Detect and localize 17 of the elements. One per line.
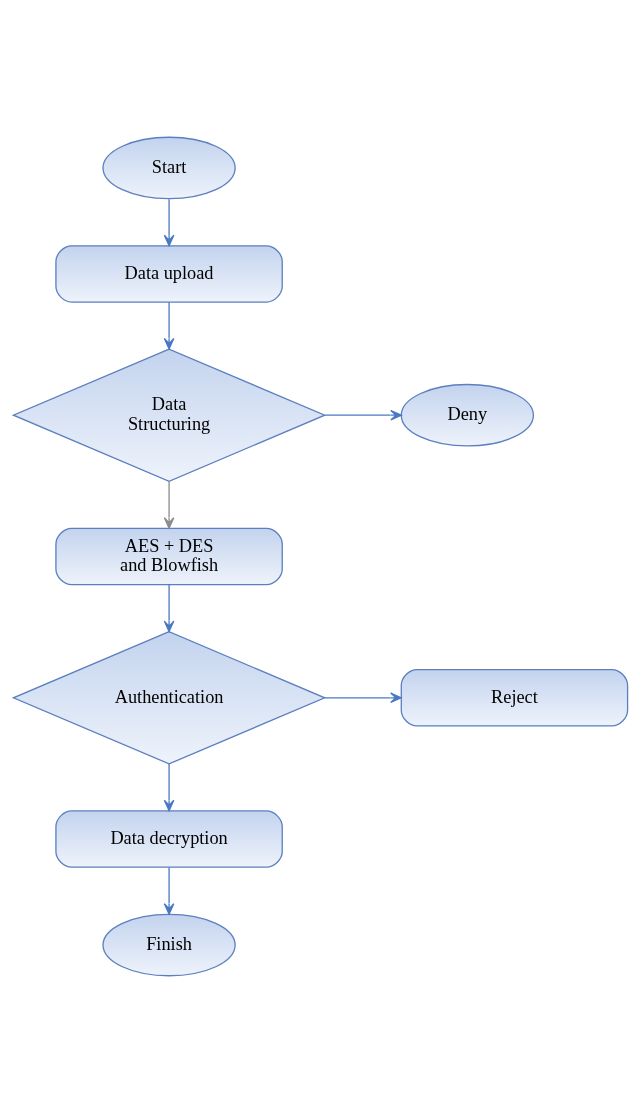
node-box: Reject bbox=[400, 668, 629, 727]
arrow bbox=[324, 691, 402, 703]
arrow bbox=[163, 301, 175, 350]
arrow bbox=[163, 480, 175, 529]
arrow bbox=[324, 409, 402, 421]
arrow bbox=[163, 762, 175, 811]
node-box: Data upload bbox=[55, 244, 283, 303]
arrow bbox=[163, 866, 175, 915]
node-box: Data decryption bbox=[55, 809, 283, 868]
node-ellipse: Finish bbox=[102, 913, 236, 976]
node-box: AES + DES and Blowfish bbox=[55, 527, 283, 585]
node-diamond: Authentication bbox=[11, 630, 327, 765]
node-ellipse: Deny bbox=[400, 383, 535, 447]
arrow bbox=[163, 583, 175, 632]
node-ellipse: Start bbox=[102, 136, 236, 199]
arrow bbox=[163, 198, 175, 246]
node-diamond: Data Structuring bbox=[11, 347, 327, 482]
